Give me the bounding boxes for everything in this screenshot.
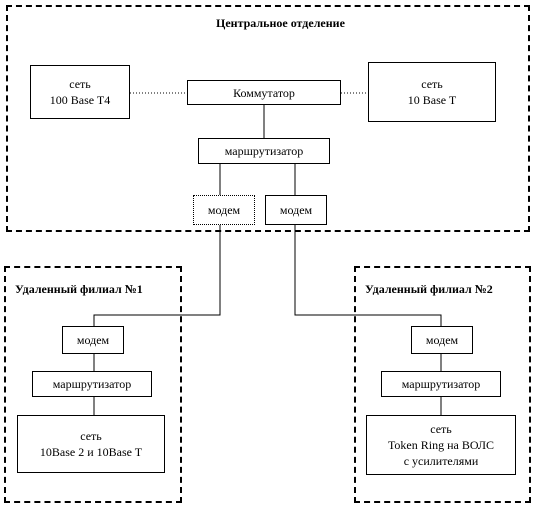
central-router: маршрутизатор [198,138,330,164]
branch1-network-type: 10Base 2 и 10Base T [39,445,143,459]
branch1-modem: модем [62,326,124,354]
central-network-right-label: сеть [421,77,443,91]
central-modem-left: модем [193,195,255,225]
branch2-network: сеть Token Ring на ВОЛС с усилителями [366,415,516,475]
branch1-router: маршрутизатор [32,371,152,397]
central-switch-label: Коммутатор [233,85,295,100]
branch2-modem-label: модем [425,333,459,347]
central-network-right-type: 10 Base T [407,93,457,107]
central-switch: Коммутатор [187,80,341,105]
zone-central-office [6,5,530,232]
link-modem-left-branch1 [93,225,221,326]
branch2-network-extra: с усилителями [403,454,479,468]
zone-branch-1-title: Удаленный филиал №1 [15,282,143,296]
branch2-modem: модем [411,326,473,354]
zone-branch-1 [4,266,182,503]
central-modem-right: модем [265,195,327,225]
branch2-network-label: сеть [430,422,452,436]
central-network-left: сеть 100 Base T4 [30,65,130,119]
central-modem-left-label: модем [207,203,241,217]
central-network-right: сеть 10 Base T [368,62,496,122]
branch1-router-label: маршрутизатор [52,377,132,391]
zone-branch-2-title: Удаленный филиал №2 [365,282,493,296]
branch2-router: маршрутизатор [381,371,501,397]
central-modem-right-label: модем [279,203,313,217]
branch2-router-label: маршрутизатор [401,377,481,391]
link-modem-right-branch2 [294,225,442,326]
branch1-network-label: сеть [80,429,102,443]
central-network-left-label: сеть [69,77,91,91]
branch1-network: сеть 10Base 2 и 10Base T [17,415,165,473]
central-network-left-type: 100 Base T4 [49,93,111,107]
central-router-label: маршрутизатор [224,144,304,158]
zone-branch-2 [354,266,531,503]
branch1-modem-label: модем [76,333,110,347]
branch2-network-type: Token Ring на ВОЛС [387,438,495,452]
zone-central-office-title: Центральное отделение [216,16,345,30]
